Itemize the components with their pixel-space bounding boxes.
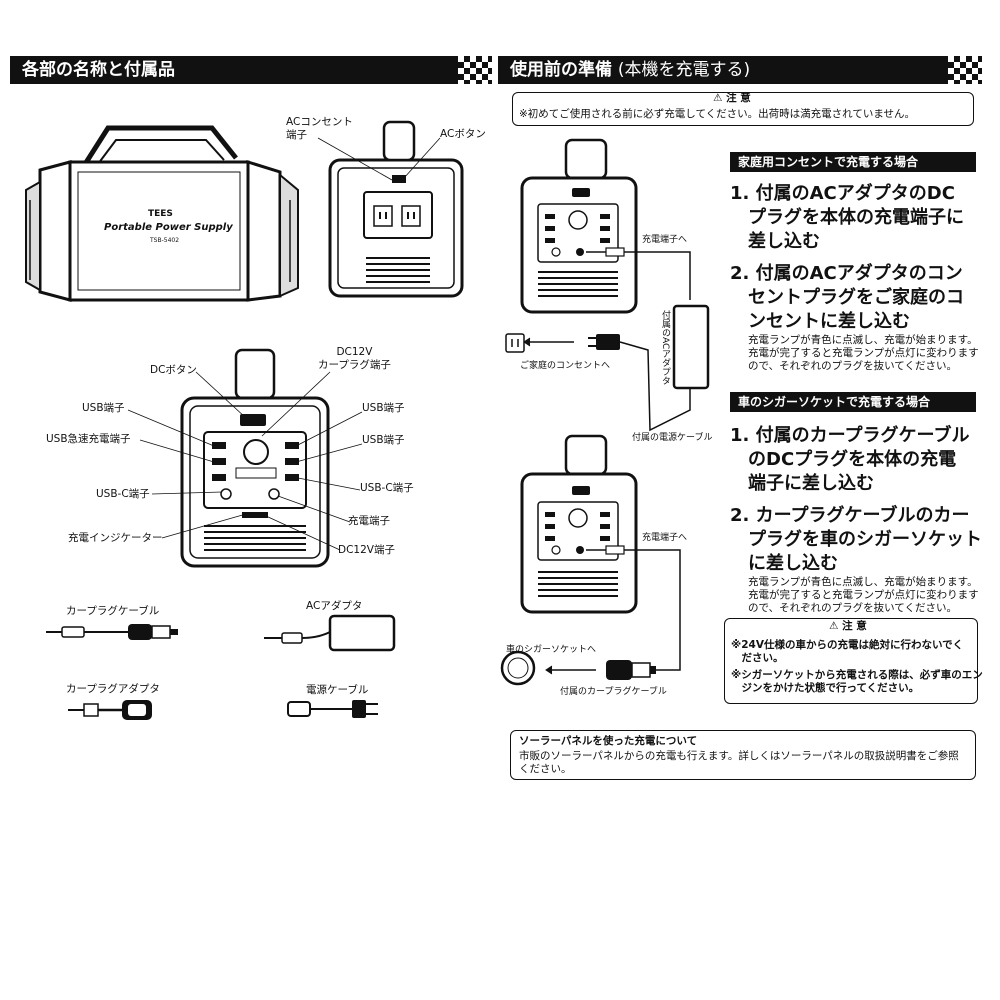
car-diagram-socket: 車のシガーソケットへ [506,645,597,655]
solar-box: ソーラーパネルを使った充電について 市販のソーラーパネルからの充電も行えます。詳… [510,730,976,780]
caution-car-item-2: ※シガーソケットから充電される際は、必ず車のエン ジンをかけた状態で行ってくださ… [731,669,983,694]
label-ac-button: ACボタン [440,128,486,140]
caution-car-item-1: ※24V仕様の車からの充電は絶対に行わないでく ださい。 [731,639,964,664]
label-dc12v-port: DC12V端子 [338,544,395,556]
right-section-title: 使用前の準備 [510,60,612,80]
label-dc12v-car-plug: DC12V カープラグ端子 [318,346,391,371]
home-step-2: 2. 付属のACアダプタのコン セントプラグをご家庭のコ ンセントに差し込む [730,263,964,332]
right-section-title-sub: (本機を充電する) [617,60,751,80]
home-diagram-adapter: 付属のACアダプタ [660,310,670,386]
label-charge-port: 充電端子 [348,515,390,527]
right-section-header: 使用前の準備 (本機を充電する) [498,56,982,84]
car-step-1: 1. 付属のカープラグケーブル のDCプラグを本体の充電 端子に差し込む [730,425,970,494]
car-diagram-charge-port: 充電端子へ [642,533,688,543]
caution-car-heading-text: 注 意 [842,620,867,632]
left-section-header: 各部の名称と付属品 [10,56,492,84]
home-diagram-cable: 付属の電源ケーブル [632,433,713,443]
caution-car-heading: ⚠ 注 意 [829,620,867,632]
label-ac-adapter: ACアダプタ [306,600,363,612]
label-ac-outlet: ACコンセント 端子 [286,116,353,141]
home-bar: 家庭用コンセントで充電する場合 [730,152,976,172]
label-usb-c-left: USB-C端子 [96,488,150,500]
label-car-plug-adapter: カープラグアダプタ [66,683,160,695]
home-step-1: 1. 付属のACアダプタのDC プラグを本体の充電端子に 差し込む [730,183,964,252]
label-usb-left: USB端子 [82,402,125,414]
product-name: Portable Power Supply [104,222,233,233]
label-usb-fast: USB急速充電端子 [46,433,131,445]
home-note: 充電ランプが青色に点滅し、充電が始まります。 充電が完了すると充電ランプが点灯に… [748,334,979,372]
checker-pattern [948,56,982,84]
solar-heading: ソーラーパネルを使った充電について [519,735,698,747]
car-note: 充電ランプが青色に点滅し、充電が始まります。 充電が完了すると充電ランプが点灯に… [748,576,979,614]
car-step-2: 2. カープラグケーブルのカー プラグを車のシガーソケット に差し込む [730,505,982,574]
car-bar: 車のシガーソケットで充電する場合 [730,392,976,412]
product-brand: TEES [148,209,173,219]
caution-car-box: ⚠ 注 意 ※24V仕様の車からの充電は絶対に行わないでく ださい。 ※シガーソ… [724,618,983,704]
label-usb-right-2: USB端子 [362,434,405,446]
label-car-plug-cable: カープラグケーブル [66,605,160,617]
solar-text: 市販のソーラーパネルからの充電も行えます。詳しくはソーラーパネルの取扱説明書をご… [519,750,959,775]
caution-top-box: ⚠ 注 意 ※初めてご使用される前に必ず充電してください。出荷時は満充電されてい… [512,92,974,126]
caution-top-heading-text: 注 意 [726,92,751,104]
label-usb-c-right: USB-C端子 [360,482,414,494]
checker-pattern [458,56,492,84]
caution-top-text: ※初めてご使用される前に必ず充電してください。出荷時は満充電されていません。 [519,108,916,120]
left-section-title: 各部の名称と付属品 [22,60,175,80]
car-diagram-cable: 付属のカープラグケーブル [560,687,667,697]
label-dc-button: DCボタン [150,364,197,376]
home-diagram-charge-port: 充電端子へ [642,235,688,245]
home-diagram-outlet: ご家庭のコンセントへ [520,361,611,371]
caution-top-heading: ⚠ 注 意 [713,92,751,104]
product-model: TSB-5402 [150,237,180,244]
label-usb-right-1: USB端子 [362,402,405,414]
label-charge-indicator: 充電インジケーター [68,532,163,544]
label-power-cable: 電源ケーブル [306,684,369,696]
